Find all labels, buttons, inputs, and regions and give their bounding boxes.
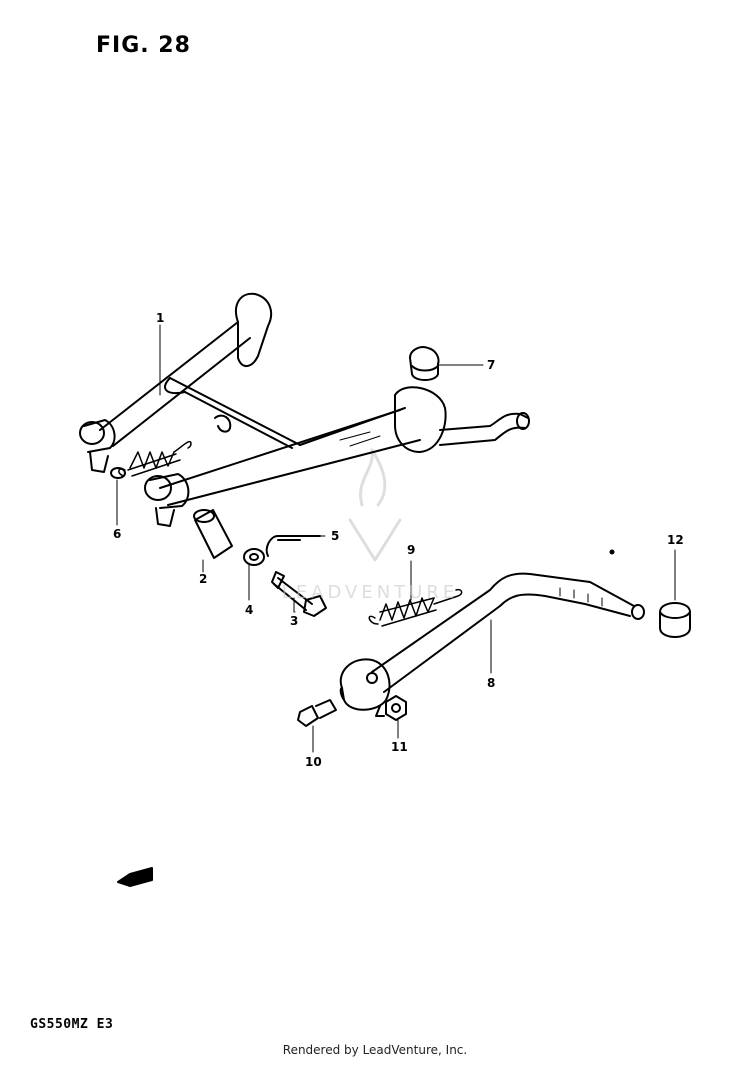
part-2-collar[interactable] (193, 509, 233, 559)
callout-4[interactable]: 4 (245, 603, 254, 617)
callout-5[interactable]: 5 (331, 529, 340, 543)
callout-3[interactable]: 3 (290, 614, 299, 628)
front-arrow-icon (117, 867, 153, 887)
part-7-cap[interactable] (409, 346, 440, 381)
callout-2[interactable]: 2 (199, 572, 208, 586)
leader-lines (116, 324, 676, 753)
callout-8[interactable]: 8 (487, 676, 496, 690)
credit-text: Rendered by LeadVenture, Inc. (282, 1043, 468, 1057)
part-10-bolt[interactable] (297, 699, 337, 727)
callout-9[interactable]: 9 (407, 543, 416, 557)
part-9-spring[interactable] (368, 588, 463, 627)
callout-6[interactable]: 6 (113, 527, 122, 541)
callout-10[interactable]: 10 (305, 755, 322, 769)
callout-7[interactable]: 7 (487, 358, 496, 372)
figure-title: FIG. 28 (96, 33, 191, 58)
stand-spring[interactable] (118, 440, 192, 477)
part-3-bolt[interactable] (271, 571, 327, 617)
part-4-washer[interactable] (243, 548, 265, 566)
part-6-washer[interactable] (110, 467, 126, 479)
callout-1[interactable]: 1 (156, 311, 165, 325)
watermark-text: LEADVENTURE (281, 582, 459, 603)
part-11-nut[interactable] (385, 695, 407, 721)
center-stand[interactable] (79, 292, 530, 527)
callout-12[interactable]: 12 (667, 533, 684, 547)
watermark-logo (348, 448, 402, 562)
part-8-side-stand[interactable] (339, 549, 645, 717)
callout-11[interactable]: 11 (391, 740, 408, 754)
part-5-clip[interactable] (265, 535, 321, 557)
part-12-rubber[interactable] (659, 602, 691, 638)
model-code: GS550MZ E3 (30, 1017, 114, 1032)
